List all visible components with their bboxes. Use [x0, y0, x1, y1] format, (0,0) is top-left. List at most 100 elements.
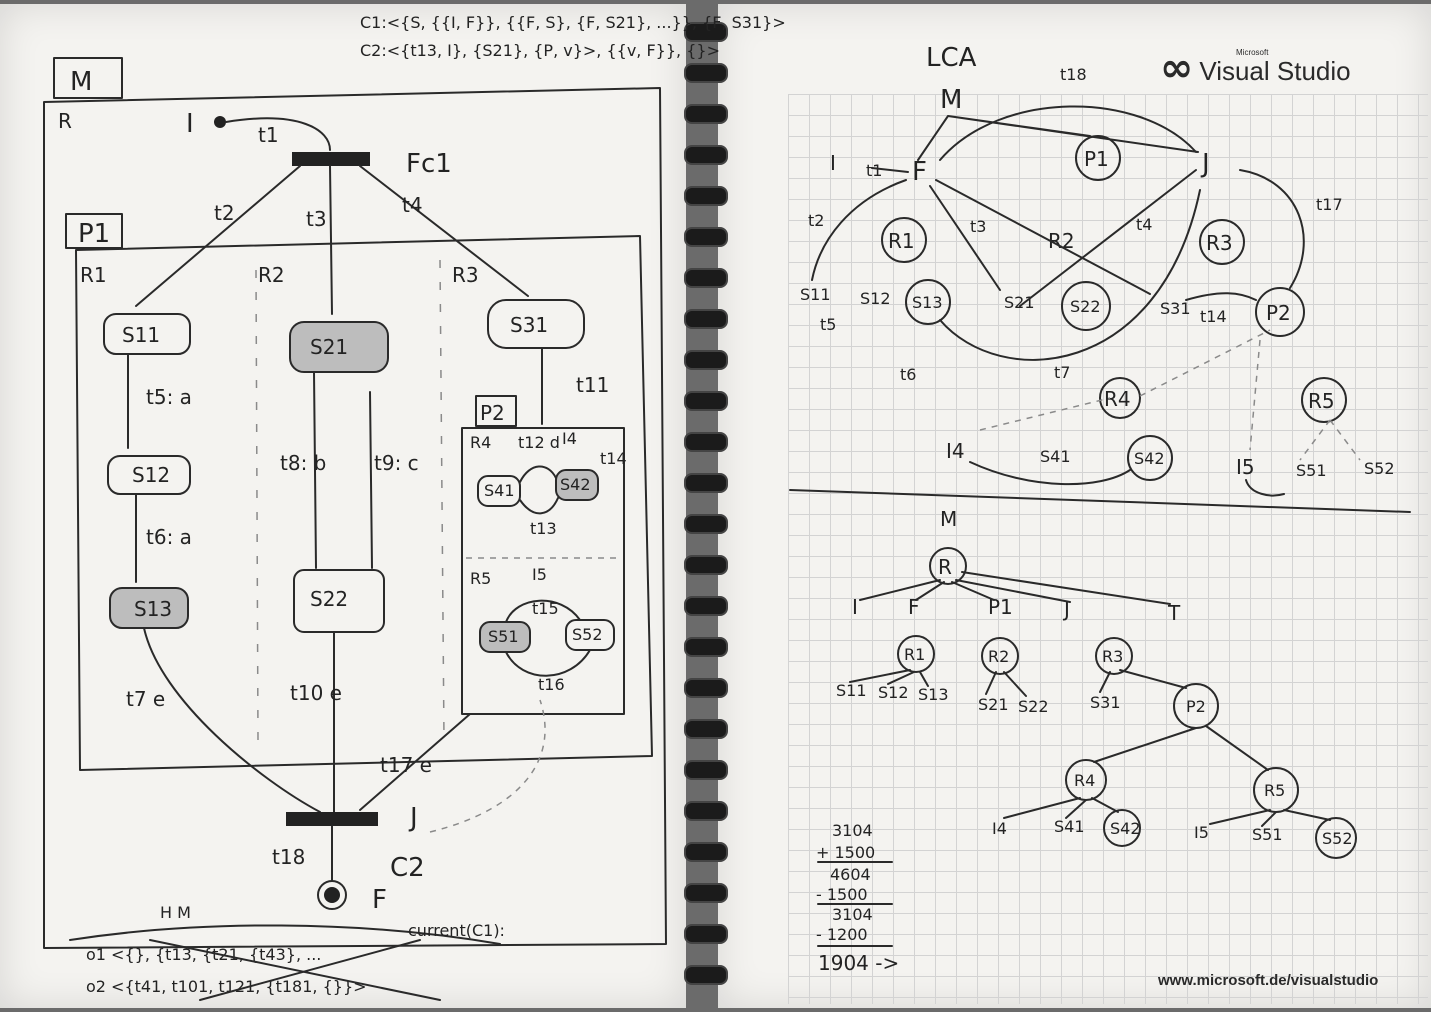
- g-s42: S42: [1134, 449, 1165, 468]
- t1-label: t1: [258, 123, 279, 147]
- binding-ring: [684, 309, 728, 329]
- g-p1: P1: [1084, 147, 1109, 171]
- t-r: R: [938, 555, 952, 579]
- t-r3: R3: [1102, 647, 1123, 666]
- brand-product: Visual Studio: [1199, 55, 1351, 86]
- state-s31: [487, 299, 585, 349]
- binding-ring: [684, 801, 728, 821]
- bottom-curve: [69, 924, 501, 945]
- fork-bar: [292, 152, 370, 166]
- g-i5: I5: [1236, 455, 1255, 479]
- g-r1: R1: [888, 229, 915, 253]
- t2-label: t2: [214, 201, 235, 225]
- g-m: M: [940, 85, 962, 115]
- g-s11: S11: [800, 285, 831, 304]
- arith-5: - 1200: [816, 925, 868, 944]
- binding-ring: [684, 555, 728, 575]
- p1-tab: [65, 213, 123, 249]
- g-dashed-edges: [979, 329, 1361, 461]
- t-s52: S52: [1322, 829, 1353, 848]
- t10-label: t10 e: [290, 681, 342, 705]
- binding-ring: [684, 924, 728, 944]
- t-s22: S22: [1018, 697, 1049, 716]
- arith-3: - 1500: [816, 885, 868, 904]
- final-state-inner: [324, 887, 340, 903]
- t-s42-circle: [1103, 809, 1141, 847]
- arith-6: 1904 ->: [818, 951, 899, 975]
- g-f: F: [912, 157, 927, 187]
- edge-t2: [135, 165, 301, 307]
- g-s22-circle: [1061, 281, 1111, 331]
- g-s13: S13: [912, 293, 943, 312]
- g-s12: S12: [860, 289, 891, 308]
- g-edge-i4: [969, 461, 1131, 486]
- g-r5-circle: [1301, 377, 1347, 423]
- g-p2-circle: [1255, 287, 1305, 337]
- left-notebook-page: [0, 4, 686, 1008]
- g-edge-i5: [1245, 479, 1285, 497]
- state-s13: [109, 587, 189, 629]
- s42-label: S42: [560, 475, 591, 494]
- dashed-note-arc: [429, 699, 546, 833]
- g-j: J: [1200, 149, 1210, 179]
- t-f: F: [908, 595, 920, 619]
- header-c2: C2:<{t13, I}, {S21}, {P, v}>, {{v, F}}, …: [360, 41, 720, 60]
- final-state-outer: [317, 880, 347, 910]
- state-s12: [107, 455, 191, 495]
- g-edge-t3: [929, 185, 1001, 291]
- arith-1: + 1500: [816, 843, 875, 862]
- bottom-crossouts: [149, 939, 441, 1001]
- join-bar: [286, 812, 378, 826]
- s21-label: S21: [310, 335, 348, 359]
- bottom-marks: H M: [160, 903, 191, 922]
- t-r1: R1: [904, 645, 925, 664]
- binding-ring: [684, 637, 728, 657]
- r5-label: R5: [470, 569, 491, 588]
- t-j: J: [1062, 597, 1070, 621]
- binding-ring: [684, 186, 728, 206]
- g-edge-t1: [871, 167, 909, 173]
- binding-ring: [684, 678, 728, 698]
- t9-label: t9: c: [374, 451, 419, 475]
- t-s41: S41: [1054, 817, 1085, 836]
- binding-ring: [684, 473, 728, 493]
- bottom-line-2: o2 <{t41, t101, t121, {t181, {}}>: [86, 977, 367, 996]
- t17-label: t17 e: [380, 753, 432, 777]
- g-s42-circle: [1127, 435, 1173, 481]
- g-edge-t14: [1185, 292, 1257, 301]
- g-i: I: [830, 151, 836, 175]
- t-i5: I5: [1194, 823, 1209, 842]
- g-edge-t4: [935, 179, 1151, 295]
- g-r4: R4: [1104, 387, 1131, 411]
- g-s21: S21: [1004, 293, 1035, 312]
- g-t6: t6: [900, 365, 916, 384]
- initial-pseudostate: [214, 116, 226, 128]
- t-i4: I4: [992, 819, 1007, 838]
- g-tree-edges: [917, 115, 1199, 161]
- g-edge-t7: [939, 189, 1201, 361]
- t15-label: t15: [532, 599, 559, 618]
- t-r2-circle: [981, 637, 1019, 675]
- g-t4: t4: [1136, 215, 1152, 234]
- binding-ring: [684, 63, 728, 83]
- binding-ring: [684, 719, 728, 739]
- edge-t8: [313, 371, 317, 569]
- header-c1: C1:<{S, {{I, F}}, {{F, S}, {F, S21}, ...…: [360, 13, 786, 32]
- g-s13-circle: [905, 279, 951, 325]
- binding-ring: [684, 596, 728, 616]
- s41-label: S41: [484, 481, 515, 500]
- t3-label: t3: [306, 207, 327, 231]
- state-s42: [555, 469, 599, 501]
- t-i: I: [852, 595, 858, 619]
- g-t7: t7: [1054, 363, 1070, 382]
- t11-label: t11: [576, 373, 609, 397]
- state-s22: [293, 569, 385, 633]
- arith-2: 4604: [830, 865, 871, 884]
- region-dividers: [255, 259, 445, 741]
- binding-ring: [684, 104, 728, 124]
- g-r4-circle: [1099, 377, 1141, 419]
- t-r3-circle: [1095, 637, 1133, 675]
- bottom-line-1: o1 <{}, {t13, {t21, {t43}, ...: [86, 945, 321, 964]
- binding-ring: [684, 350, 728, 370]
